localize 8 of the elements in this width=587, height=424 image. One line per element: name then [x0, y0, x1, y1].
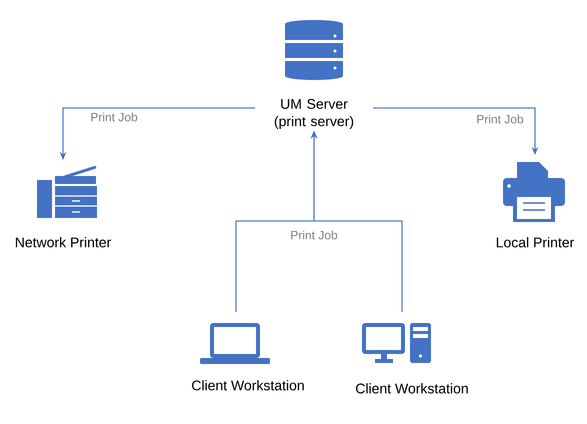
edge-label: Print Job	[474, 113, 525, 125]
edge-label: Print Job	[89, 111, 140, 123]
node-label: UM Server (print server)	[274, 99, 354, 129]
node-label: Client Workstation	[192, 380, 304, 390]
node-label: Local Printer	[496, 237, 574, 248]
edge-label: Print Job	[289, 229, 339, 241]
node-label: Network Printer	[16, 237, 111, 248]
node-label: Client Workstation	[356, 383, 468, 394]
